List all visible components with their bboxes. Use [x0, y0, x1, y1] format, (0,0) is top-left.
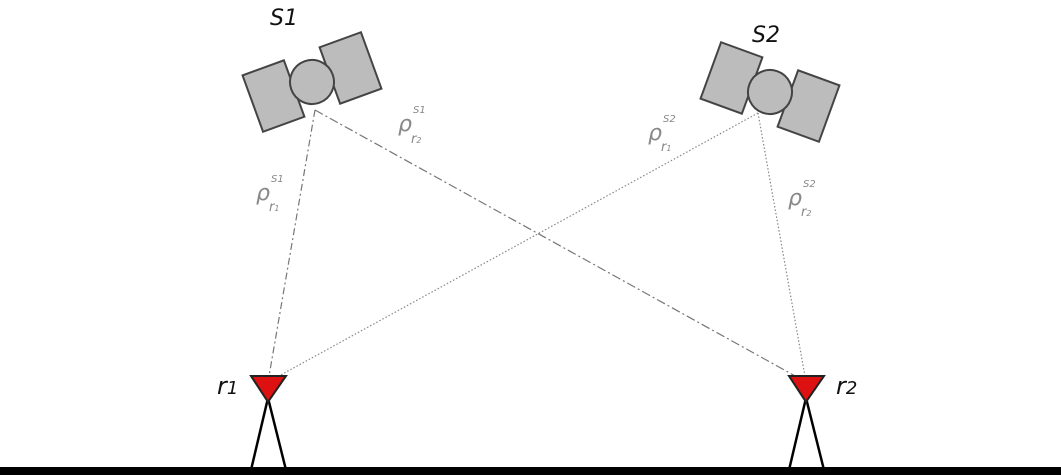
satellite-s1: S1 — [243, 6, 382, 132]
satellite-label-index: 2 — [766, 23, 780, 48]
rho-symbol: ρ — [648, 121, 662, 146]
receiver-label-index: 1 — [227, 378, 238, 399]
range-label-s2-r1: ρ S2 r1 — [648, 114, 676, 155]
satellite-label-index: 1 — [284, 6, 298, 31]
satellite-icon — [243, 32, 382, 131]
tripod-icon — [251, 398, 286, 470]
svg-text:S1: S1 — [270, 6, 298, 31]
antenna-icon — [251, 376, 286, 402]
rho-symbol: ρ — [256, 181, 270, 206]
range-line-s2-r2 — [758, 113, 806, 382]
receiver-label-index: 2 — [846, 378, 857, 399]
rho-receiver-subscript: r2 — [411, 132, 421, 147]
rho-satellite-superscript: S2 — [663, 114, 676, 125]
satellite-icon — [701, 42, 840, 141]
satellite-label: S — [270, 6, 284, 31]
range-line-s2-r1 — [268, 113, 758, 382]
svg-text:r1: r1 — [217, 372, 238, 400]
range-line-s1-r2 — [315, 110, 806, 382]
rho-symbol: ρ — [398, 112, 412, 137]
ground-line — [0, 467, 1061, 475]
rho-satellite-superscript: S2 — [803, 179, 816, 190]
svg-text:r2: r2 — [836, 372, 857, 400]
receiver-r1: r1 — [217, 372, 286, 470]
rho-symbol: ρ — [788, 186, 802, 211]
range-line-s1-r1 — [268, 110, 315, 382]
rho-satellite-superscript: S1 — [271, 174, 284, 185]
range-label-s2-r2: ρ S2 r2 — [788, 179, 816, 220]
range-label-s1-r1: ρ S1 r1 — [256, 174, 284, 215]
satellite-label: S — [752, 23, 766, 48]
range-label-s1-r2: ρ S1 r2 — [398, 105, 426, 147]
svg-text:S2: S2 — [752, 23, 780, 48]
tripod-icon — [789, 398, 824, 470]
rho-satellite-superscript: S1 — [413, 105, 426, 116]
range-lines — [268, 110, 806, 382]
satellite-s2: S2 — [701, 23, 840, 142]
rho-receiver-subscript: r1 — [661, 140, 671, 155]
receiver-r2: r2 — [789, 372, 857, 470]
rho-receiver-subscript: r1 — [269, 200, 279, 215]
rho-receiver-subscript: r2 — [801, 205, 811, 220]
antenna-icon — [789, 376, 824, 402]
